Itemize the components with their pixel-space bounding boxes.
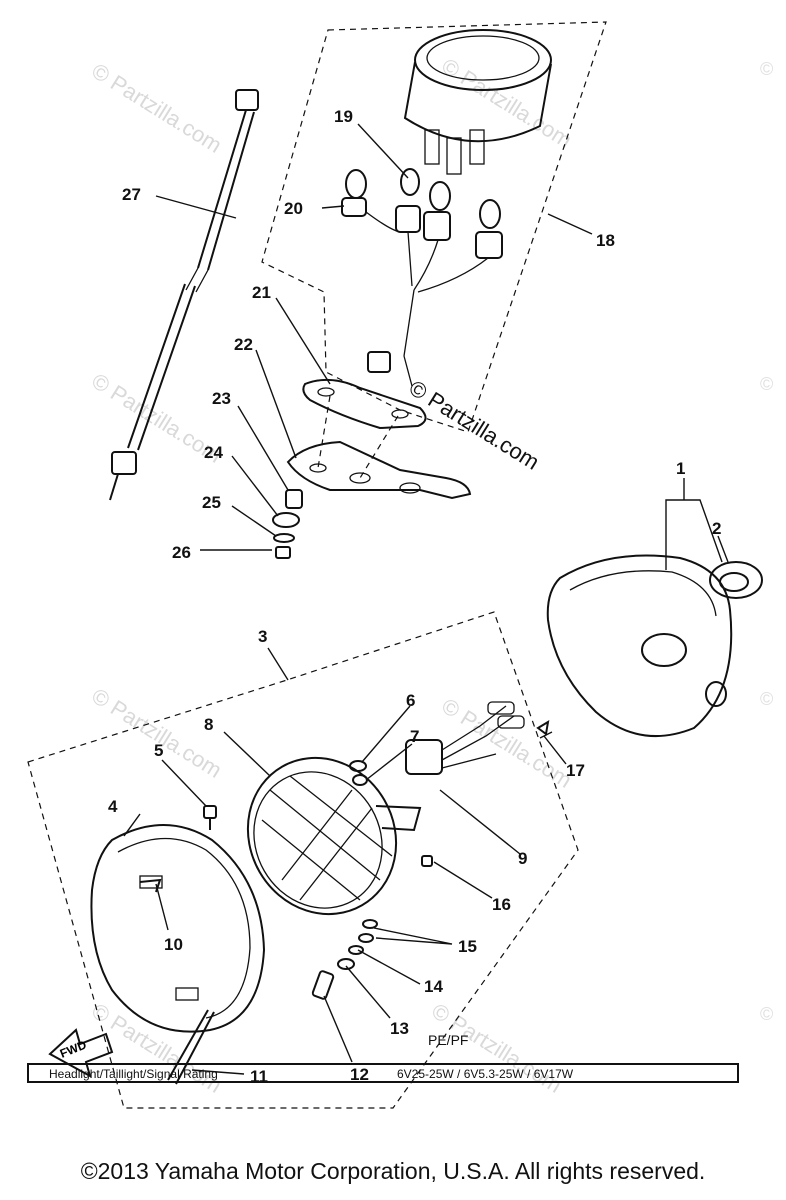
callout-21: 21	[252, 283, 271, 302]
callout-24: 24	[204, 443, 223, 462]
callout-5: 5	[154, 741, 163, 760]
sealed-beam-unit	[246, 756, 422, 916]
rating-label: Headlight/Taillight/Signal Rating	[49, 1067, 218, 1081]
svg-text:© Partzilla.com: © Partzilla.com	[437, 693, 576, 793]
rating-value: 6V25-25W / 6V5.3-25W / 6V17W	[397, 1067, 574, 1081]
model-code: PE/PF	[428, 1032, 469, 1048]
callout-8: 8	[204, 715, 213, 734]
rating-bar: Headlight/Taillight/Signal Rating 6V25-2…	[27, 1063, 739, 1083]
callout-12: 12	[350, 1065, 369, 1084]
headlight-body	[539, 554, 763, 739]
callout-7: 7	[410, 727, 419, 746]
svg-text:© Partzilla.com: © Partzilla.com	[87, 58, 226, 158]
callout-labels: 1 2 3 4 5 6 7 8 9 10 11 12 13 14 15 16 1…	[108, 107, 721, 1086]
meter-bulbs-and-sockets	[341, 168, 503, 387]
background-watermarks: © Partzilla.com © Partzilla.com © Partzi…	[87, 53, 773, 1098]
headlight-unit-outline	[27, 611, 579, 1109]
fwd-label: FWD	[58, 1037, 89, 1060]
headlight-rim	[90, 824, 266, 1033]
callout-10: 10	[164, 935, 183, 954]
callout-15: 15	[458, 937, 477, 956]
callout-22: 22	[234, 335, 253, 354]
callout-6: 6	[406, 691, 415, 710]
callout-13: 13	[390, 1019, 409, 1038]
callout-1: 1	[676, 459, 685, 478]
callout-9: 9	[518, 849, 527, 868]
meter-assembly-outline	[261, 21, 607, 433]
leader-lines	[123, 123, 729, 1075]
callout-2: 2	[712, 519, 721, 538]
callout-20: 20	[284, 199, 303, 218]
svg-text:©: ©	[760, 59, 773, 79]
callout-25: 25	[202, 493, 221, 512]
callout-23: 23	[212, 389, 231, 408]
callout-19: 19	[334, 107, 353, 126]
copyright-notice: ©2013 Yamaha Motor Corporation, U.S.A. A…	[80, 1158, 706, 1184]
callout-17: 17	[566, 761, 585, 780]
meter-cable	[109, 89, 259, 501]
callout-14: 14	[424, 977, 443, 996]
callout-16: 16	[492, 895, 511, 914]
callout-3: 3	[258, 627, 267, 646]
svg-text:©: ©	[760, 374, 773, 394]
mount-hardware	[272, 489, 303, 559]
svg-text:©: ©	[760, 689, 773, 709]
callout-4: 4	[108, 797, 118, 816]
callout-18: 18	[596, 231, 615, 250]
speedometer	[403, 29, 552, 175]
svg-text:©: ©	[760, 1004, 773, 1024]
meter-brackets	[286, 378, 472, 500]
callout-27: 27	[122, 185, 141, 204]
callout-26: 26	[172, 543, 191, 562]
headlight-socket	[405, 701, 525, 775]
headlight-hardware	[139, 720, 550, 1085]
